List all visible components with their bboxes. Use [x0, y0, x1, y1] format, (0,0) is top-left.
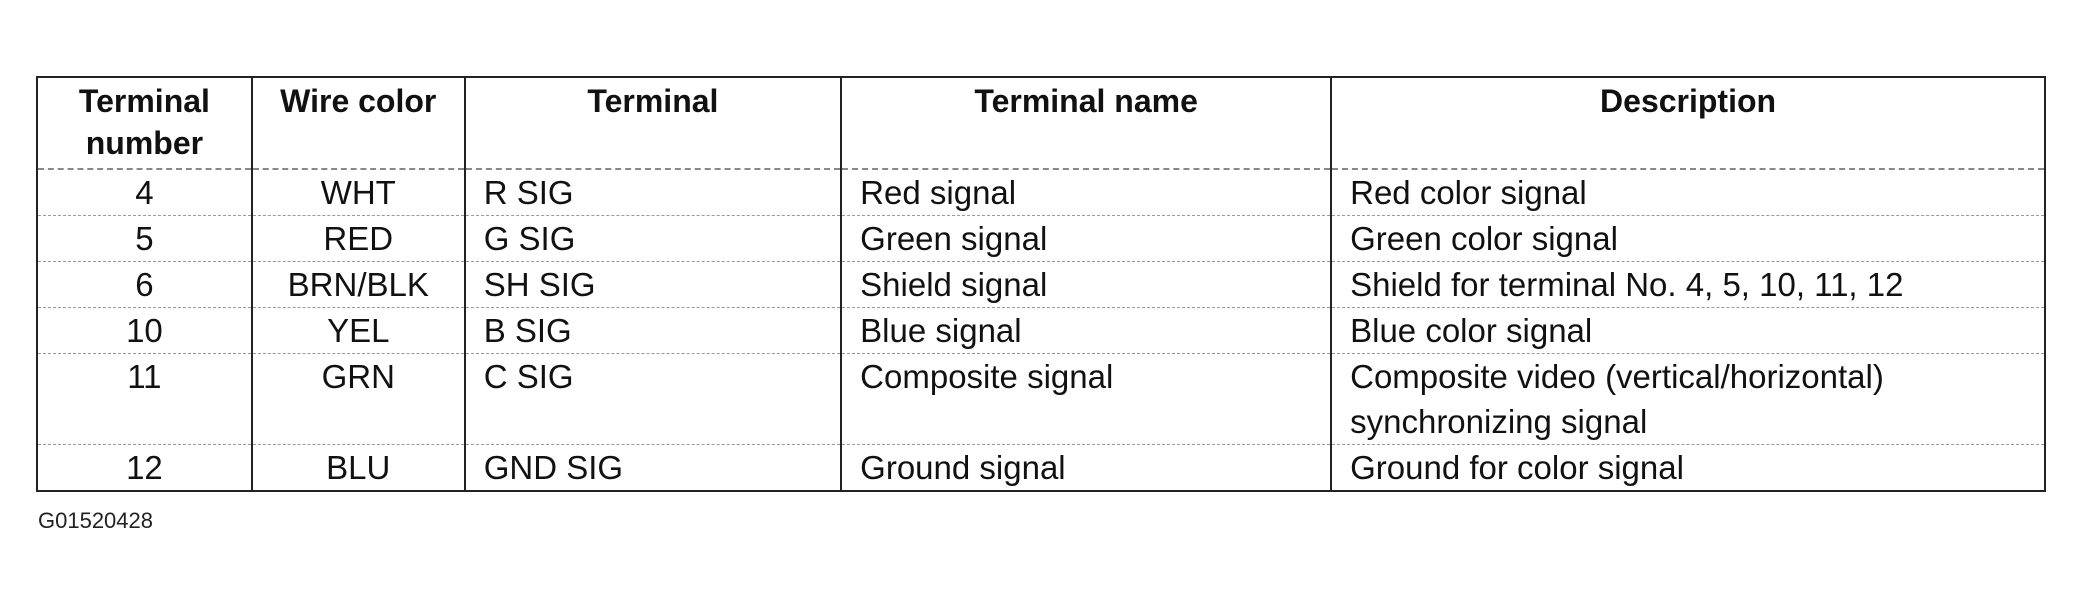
cell-wire-color: RED [250, 215, 466, 262]
cell-description: Composite video (vertical/horizontal) sy… [1330, 353, 2046, 445]
cell-terminal-name: Shield signal [840, 261, 1333, 308]
cell-wire-color: BLU [250, 444, 466, 491]
cell-description: Ground for color signal [1330, 444, 2046, 491]
cell-terminal-name: Green signal [840, 215, 1333, 262]
cell-terminal-number: 4 [36, 169, 253, 216]
cell-description: Blue color signal [1330, 307, 2046, 354]
cell-terminal: B SIG [463, 307, 843, 354]
figure-code: G01520428 [38, 508, 153, 533]
cell-terminal-name: Red signal [840, 169, 1333, 216]
cell-terminal: R SIG [463, 169, 843, 216]
header-terminal-name: Terminal name [840, 77, 1333, 170]
cell-terminal: G SIG [463, 215, 843, 262]
table-row: 5 RED G SIG Green signal Green color sig… [36, 215, 2046, 262]
table-header-row: Terminal number Wire color Terminal Term… [36, 77, 2046, 170]
terminal-table: Terminal number Wire color Terminal Term… [36, 76, 2046, 492]
cell-terminal-number: 10 [36, 307, 253, 354]
cell-terminal-number: 6 [36, 261, 253, 308]
header-terminal: Terminal [463, 77, 843, 170]
cell-terminal: GND SIG [463, 444, 843, 491]
cell-wire-color: BRN/BLK [250, 261, 466, 308]
table-row: 6 BRN/BLK SH SIG Shield signal Shield fo… [36, 261, 2046, 308]
cell-wire-color: YEL [250, 307, 466, 354]
table-row: 10 YEL B SIG Blue signal Blue color sign… [36, 307, 2046, 354]
cell-terminal: C SIG [463, 353, 843, 445]
cell-terminal-number: 12 [36, 444, 253, 491]
cell-terminal-name: Blue signal [840, 307, 1333, 354]
terminal-table-container: Terminal number Wire color Terminal Term… [36, 76, 2046, 492]
table-row: 4 WHT R SIG Red signal Red color signal [36, 169, 2046, 216]
cell-terminal-name: Composite signal [840, 353, 1333, 445]
cell-wire-color: WHT [250, 169, 466, 216]
cell-terminal-name: Ground signal [840, 444, 1333, 491]
header-description: Description [1330, 77, 2046, 170]
header-wire-color: Wire color [250, 77, 466, 170]
cell-terminal-number: 11 [36, 353, 253, 445]
cell-description: Shield for terminal No. 4, 5, 10, 11, 12 [1330, 261, 2046, 308]
cell-terminal-number: 5 [36, 215, 253, 262]
cell-description: Red color signal [1330, 169, 2046, 216]
table-row: 11 GRN C SIG Composite signal Composite … [36, 353, 2046, 445]
table-row: 12 BLU GND SIG Ground signal Ground for … [36, 444, 2046, 491]
cell-terminal: SH SIG [463, 261, 843, 308]
cell-description: Green color signal [1330, 215, 2046, 262]
header-terminal-number: Terminal number [36, 77, 253, 170]
cell-wire-color: GRN [250, 353, 466, 445]
